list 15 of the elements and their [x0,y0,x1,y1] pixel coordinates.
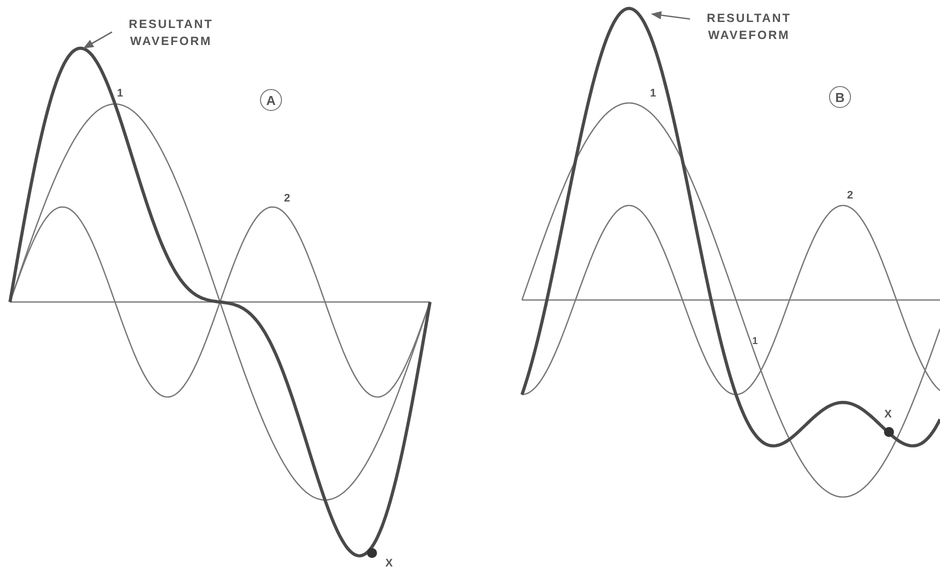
callout-text: RESULTANT WAVEFORM [112,16,230,50]
curve-label: 2 [846,190,854,202]
curve-label: X [884,410,892,420]
callout-text: RESULTANT WAVEFORM [690,10,808,44]
curve-label: 1 [116,88,124,100]
resultant-waveform [520,6,940,448]
panel-letter: A [260,89,282,111]
resultant-waveform [8,46,432,558]
curve-label: 2 [284,194,290,204]
curve-label: 1 [650,88,656,100]
curve-label: X [385,558,393,569]
leader-arrow [83,31,112,49]
curve-label: 1 [752,337,758,347]
leader-arrow [650,11,690,20]
panel-letter: B [829,86,851,108]
